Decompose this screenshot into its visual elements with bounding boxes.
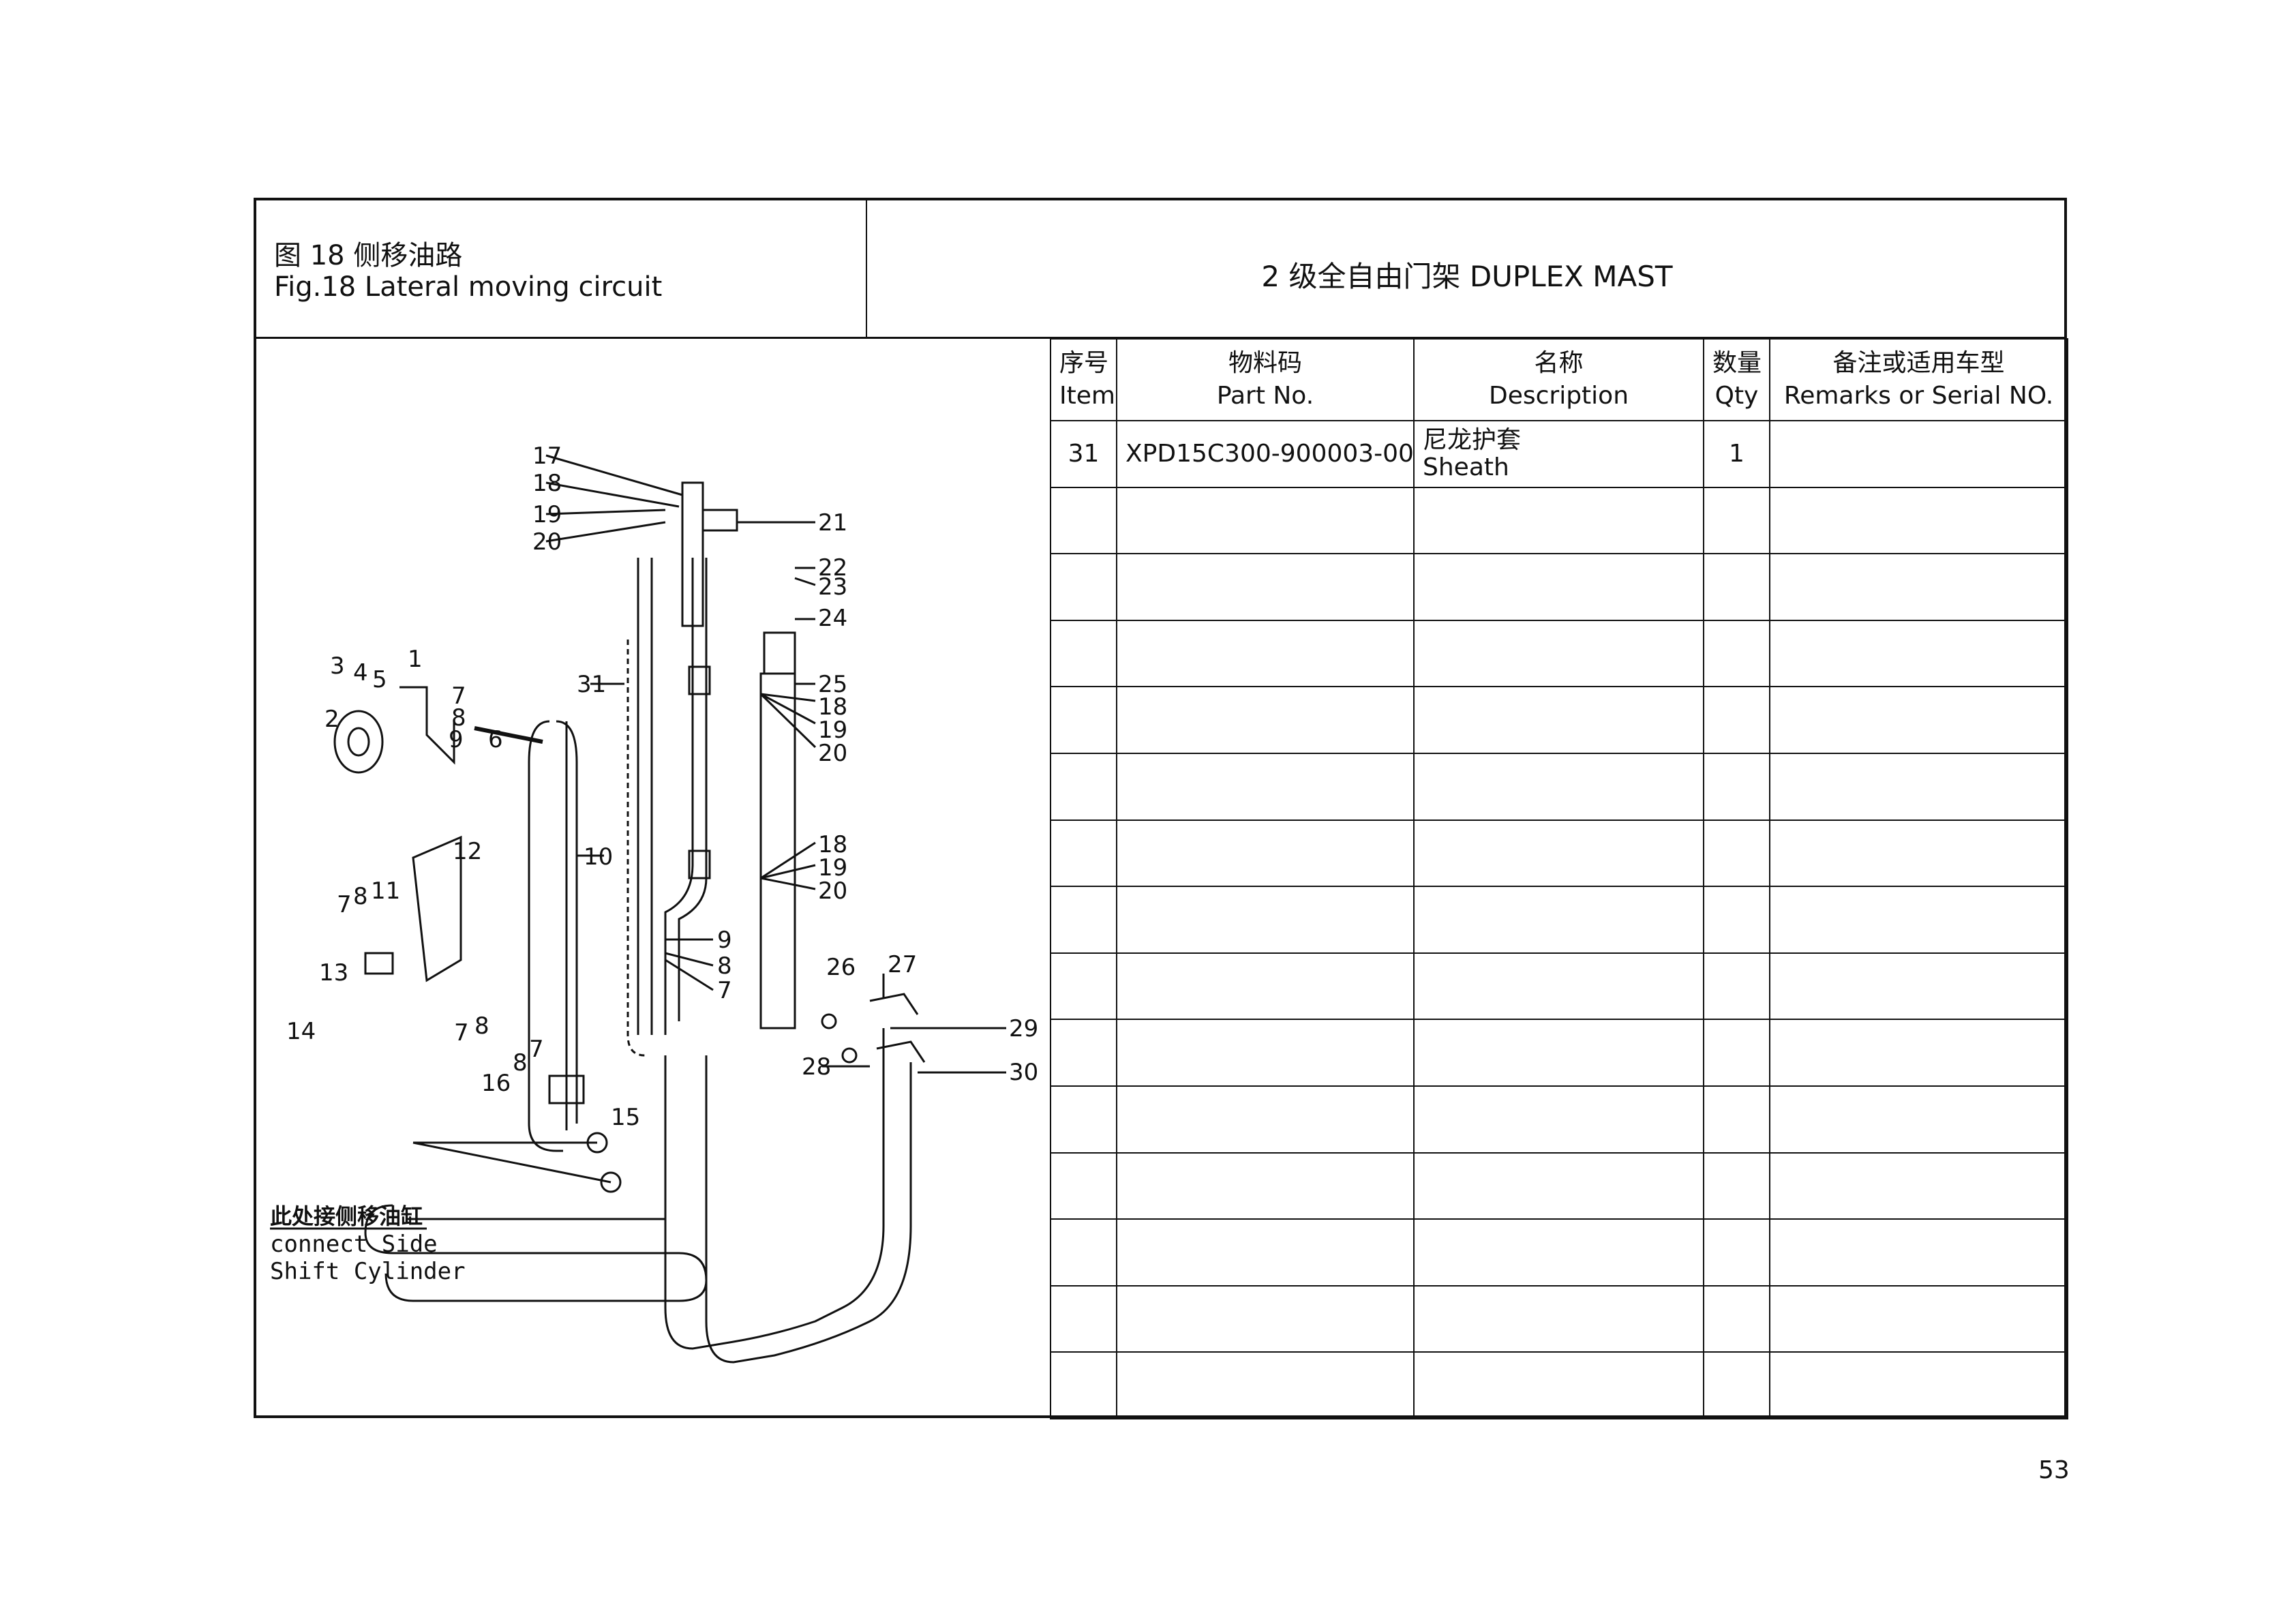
table-row bbox=[1050, 553, 2068, 621]
callout-7e: 7 bbox=[529, 1036, 544, 1063]
callout-21: 21 bbox=[818, 509, 847, 537]
callout-1: 1 bbox=[408, 646, 423, 673]
callout-19: 19 bbox=[532, 501, 562, 528]
callout-31: 31 bbox=[577, 671, 606, 698]
note-en-line2: Shift Cylinder bbox=[270, 1258, 466, 1285]
cell-part-no: XPD15C300-900003-000 bbox=[1116, 420, 1415, 488]
callout-7: 7 bbox=[451, 682, 466, 710]
callout-2: 2 bbox=[324, 706, 339, 733]
hose-30 bbox=[705, 1055, 912, 1364]
bracket-24 bbox=[763, 631, 796, 675]
callout-28: 28 bbox=[802, 1053, 831, 1081]
callout-18b: 18 bbox=[818, 693, 847, 721]
figure-title-box bbox=[254, 198, 867, 338]
callout-15: 15 bbox=[611, 1104, 640, 1131]
callout-4: 4 bbox=[353, 659, 368, 687]
callout-20b: 20 bbox=[818, 740, 847, 767]
table-row bbox=[1050, 886, 2068, 954]
callout-18c: 18 bbox=[818, 831, 847, 858]
figure-title-en: Fig.18 Lateral moving circuit bbox=[274, 271, 663, 303]
callout-6: 6 bbox=[488, 726, 503, 753]
table-row bbox=[1050, 1284, 2068, 1353]
page-number: 53 bbox=[2038, 1456, 2070, 1484]
callout-27: 27 bbox=[888, 951, 917, 978]
callout-20: 20 bbox=[532, 528, 562, 556]
callout-11: 11 bbox=[371, 877, 400, 905]
bracket-1 bbox=[399, 686, 455, 765]
table-row bbox=[1050, 952, 2068, 1021]
pulley-2 bbox=[333, 710, 384, 774]
callout-24: 24 bbox=[818, 605, 847, 632]
callout-labels: 17 18 19 20 21 22 23 24 25 18 19 20 18 1… bbox=[286, 442, 1038, 1131]
callout-22: 22 bbox=[818, 554, 847, 582]
callout-26: 26 bbox=[826, 954, 856, 981]
callout-9b: 9 bbox=[717, 927, 732, 954]
table-row bbox=[1050, 1085, 2068, 1154]
callout-20c: 20 bbox=[818, 877, 847, 905]
callout-18: 18 bbox=[532, 470, 562, 497]
mast-title: 2 级全自由门架 DUPLEX MAST bbox=[1261, 260, 1673, 293]
callout-30: 30 bbox=[1009, 1059, 1038, 1086]
callout-19c: 19 bbox=[818, 854, 847, 882]
fitting-28 bbox=[876, 1040, 926, 1063]
callout-8e: 8 bbox=[513, 1049, 528, 1077]
table-row bbox=[1050, 486, 2068, 555]
sheath bbox=[626, 640, 646, 1057]
callout-14: 14 bbox=[286, 1018, 316, 1045]
callout-8d: 8 bbox=[474, 1012, 489, 1040]
bracket-16 bbox=[548, 1074, 585, 1104]
table-row bbox=[1050, 1152, 2068, 1220]
callout-5: 5 bbox=[372, 666, 387, 693]
fitting-27 bbox=[869, 993, 919, 1015]
callout-3: 3 bbox=[330, 652, 345, 680]
table-row bbox=[1050, 1019, 2068, 1087]
callout-9: 9 bbox=[449, 726, 464, 753]
table-row bbox=[1050, 686, 2068, 754]
callout-8b: 8 bbox=[717, 952, 732, 980]
callout-16: 16 bbox=[481, 1070, 511, 1097]
plate-12 bbox=[412, 835, 462, 982]
hose-10 bbox=[528, 720, 563, 1152]
figure-title-cn: 图 18 侧移油路 bbox=[274, 240, 463, 271]
cell-qty: 1 bbox=[1703, 420, 1770, 488]
hose-right bbox=[664, 558, 694, 1035]
table-row bbox=[1050, 619, 2068, 688]
callout-19b: 19 bbox=[818, 717, 847, 744]
callout-7d: 7 bbox=[454, 1019, 469, 1047]
callout-10: 10 bbox=[584, 843, 613, 871]
callout-8c: 8 bbox=[353, 883, 368, 910]
exploded-parts-diagram: 17 18 19 20 21 22 23 24 25 18 19 20 18 1… bbox=[270, 442, 1038, 1364]
cell-remarks bbox=[1769, 420, 2068, 488]
callout-7b: 7 bbox=[717, 977, 732, 1004]
table-row bbox=[1050, 1218, 2068, 1287]
header-divider bbox=[254, 337, 2067, 339]
callout-7c: 7 bbox=[337, 891, 352, 918]
callout-25: 25 bbox=[818, 671, 847, 698]
callout-8: 8 bbox=[451, 704, 466, 732]
hose-29 bbox=[664, 1028, 885, 1350]
table-row bbox=[1050, 752, 2068, 821]
callout-23: 23 bbox=[818, 573, 847, 601]
cell-item: 31 bbox=[1050, 420, 1117, 488]
note-cn: 此处接侧移油缸 bbox=[270, 1203, 423, 1229]
table-row bbox=[1050, 1351, 2068, 1419]
callout-13: 13 bbox=[319, 959, 348, 987]
table-row bbox=[1050, 819, 2068, 888]
callout-29: 29 bbox=[1009, 1015, 1038, 1042]
callout-17: 17 bbox=[532, 442, 562, 470]
callout-12: 12 bbox=[453, 838, 482, 865]
note-en-line1: connect Side bbox=[270, 1231, 438, 1258]
column-25 bbox=[759, 672, 796, 1029]
